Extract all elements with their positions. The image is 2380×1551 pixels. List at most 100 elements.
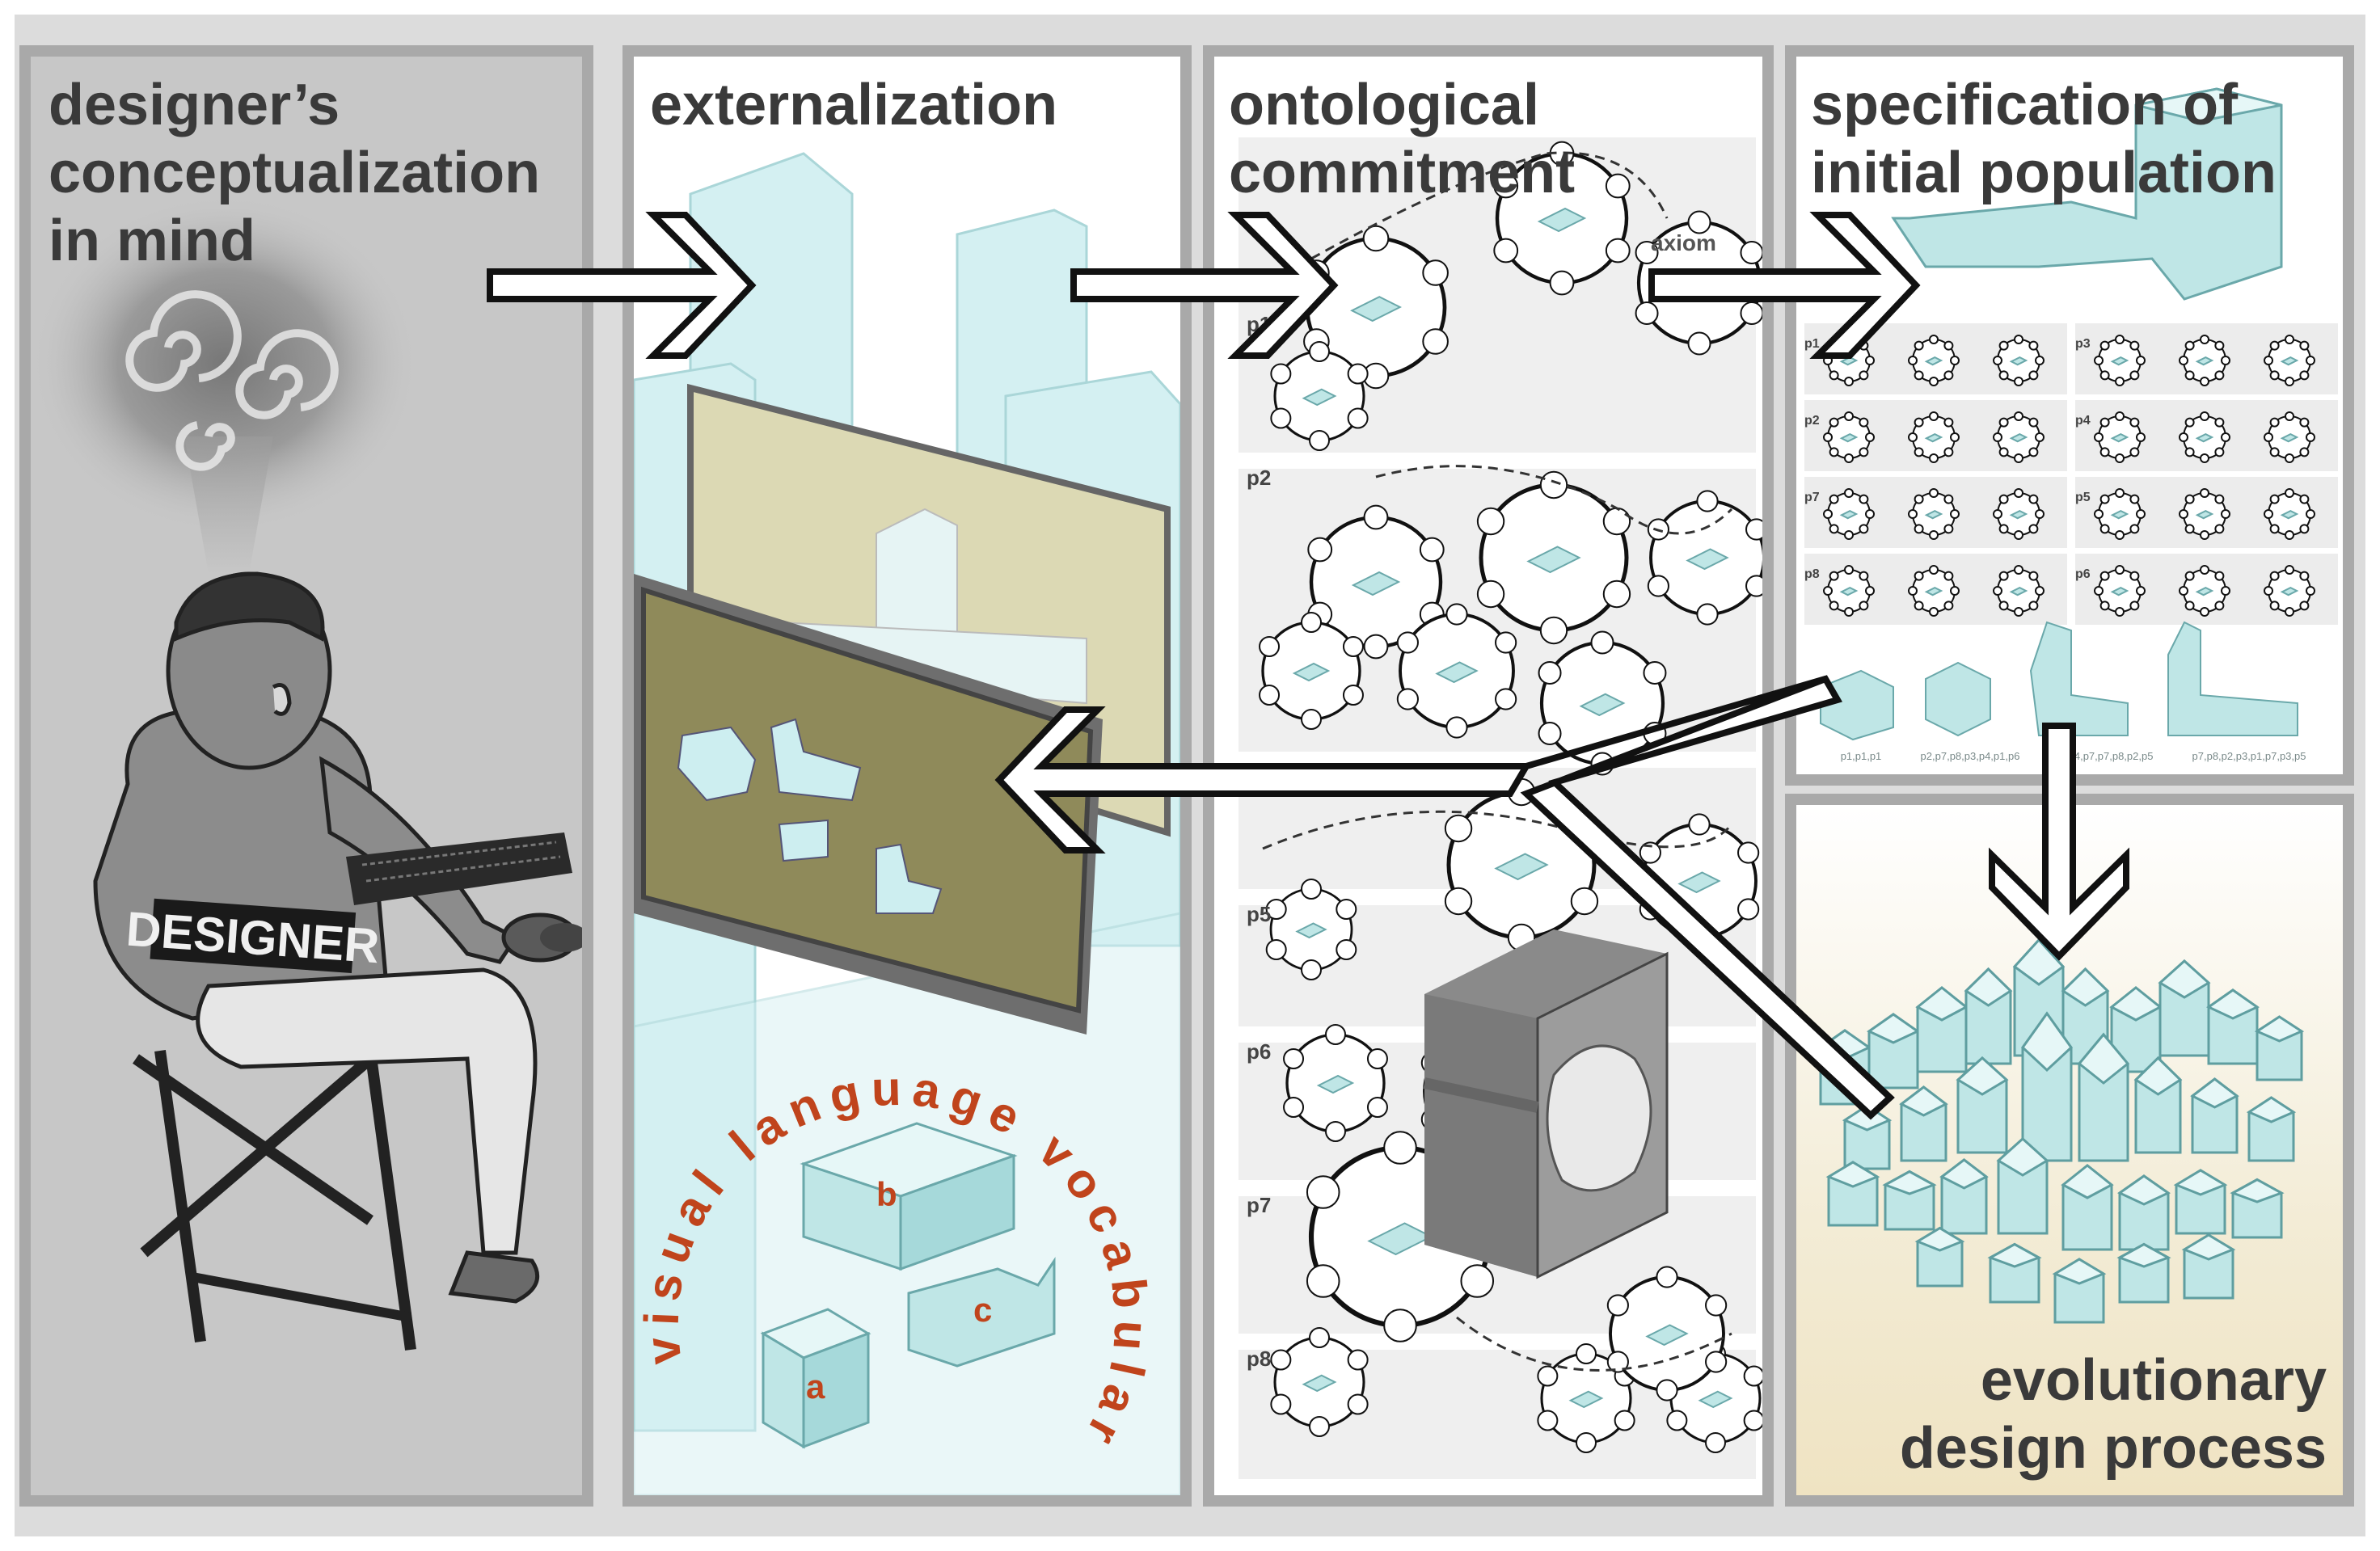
ring-node bbox=[2299, 417, 2310, 428]
ring-block bbox=[2110, 356, 2129, 366]
ontology-box bbox=[1423, 929, 1669, 1279]
ring-node bbox=[1270, 1393, 1292, 1415]
ring-node bbox=[1396, 631, 1419, 654]
ring-node bbox=[1366, 1097, 1388, 1118]
ring-node bbox=[1336, 939, 1357, 960]
ring-node bbox=[1745, 575, 1762, 597]
grid-label: p7 bbox=[1804, 491, 1820, 504]
ring-node bbox=[2184, 370, 2195, 381]
ring-node bbox=[1656, 1266, 1678, 1288]
ring-node bbox=[1929, 335, 1939, 344]
ring-node bbox=[1666, 1410, 1688, 1431]
ring-node bbox=[1929, 488, 1939, 498]
rule-ring bbox=[1823, 565, 1875, 617]
ring-node bbox=[2214, 370, 2225, 381]
ring-block bbox=[1292, 662, 1331, 682]
ring-node bbox=[1362, 225, 1390, 252]
ring-block bbox=[1537, 207, 1587, 233]
ring-node bbox=[1823, 509, 1833, 519]
ring-node bbox=[1943, 370, 1954, 381]
ring-block bbox=[1295, 922, 1327, 939]
ring-node bbox=[1570, 887, 1599, 916]
ring-node bbox=[2028, 417, 2039, 428]
ring-block bbox=[2110, 432, 2129, 443]
diagram-frame: DESIGNER designer’s conceptualization in… bbox=[15, 15, 2365, 1536]
ring-block bbox=[2280, 432, 2299, 443]
ring-node bbox=[1908, 509, 1918, 519]
ring-node bbox=[2200, 377, 2209, 386]
sample-caption: p1,p1,p1 bbox=[1841, 750, 1882, 762]
ring-block bbox=[2280, 509, 2299, 520]
ring-node bbox=[1366, 1048, 1388, 1069]
evo-block-top bbox=[2061, 967, 2110, 1007]
ring-node bbox=[2014, 453, 2023, 463]
ring-node bbox=[1998, 601, 2009, 611]
ring-node bbox=[2115, 530, 2125, 540]
ring-node bbox=[1929, 453, 1939, 463]
ring-node bbox=[1537, 1410, 1559, 1431]
ring-node bbox=[1950, 432, 1960, 442]
evo-block-top bbox=[2246, 1096, 2297, 1123]
rule-ring bbox=[2264, 411, 2315, 463]
ring-node bbox=[1460, 1264, 1495, 1298]
grid-label: p1 bbox=[1804, 337, 1820, 351]
ring-node bbox=[1445, 716, 1468, 739]
ring-node bbox=[1993, 432, 2002, 442]
ring-node bbox=[2028, 524, 2039, 534]
evo-block-top bbox=[2116, 1242, 2171, 1268]
ring-block bbox=[1302, 1374, 1337, 1393]
ring-node bbox=[2200, 565, 2209, 575]
ring-node bbox=[1914, 340, 1924, 351]
ring-node bbox=[2115, 488, 2125, 498]
ring-node bbox=[2214, 417, 2225, 428]
ring-node bbox=[1301, 612, 1322, 633]
rule-ring bbox=[1537, 1343, 1635, 1453]
grid-label: p3 bbox=[2075, 337, 2091, 351]
rule-ring bbox=[2179, 488, 2230, 540]
row-label: p6 bbox=[1247, 1039, 1271, 1064]
ring-node bbox=[2200, 453, 2209, 463]
ring-node bbox=[1270, 363, 1292, 385]
grid-label: p2 bbox=[1804, 414, 1820, 428]
ring-node bbox=[2221, 509, 2230, 519]
ring-node bbox=[2035, 432, 2045, 442]
ring-node bbox=[1943, 417, 1954, 428]
rule-ring bbox=[1823, 411, 1875, 463]
ring-node bbox=[2214, 447, 2225, 457]
ring-node bbox=[1908, 432, 1918, 442]
ring-node bbox=[2269, 417, 2280, 428]
ring-node bbox=[2214, 601, 2225, 611]
population-grid: p1 p3 p2 p4 p7 p5 p8 p6 p1,p1,p1 p2,p7,p… bbox=[1804, 87, 2338, 762]
ring-node bbox=[1993, 586, 2002, 596]
arrow-right-icon bbox=[487, 212, 757, 359]
title-line: design process bbox=[1899, 1416, 2327, 1481]
ring-node bbox=[1950, 586, 1960, 596]
ring-block bbox=[2009, 432, 2028, 443]
ring-node bbox=[1823, 586, 1833, 596]
ring-node bbox=[2184, 447, 2195, 457]
ring-node bbox=[2200, 335, 2209, 344]
rule-ring bbox=[2179, 411, 2230, 463]
ring-node bbox=[2214, 524, 2225, 534]
evo-block-top bbox=[2021, 1011, 2073, 1073]
ring-node bbox=[1705, 1294, 1728, 1317]
ring-node bbox=[1309, 430, 1330, 451]
ring-node bbox=[2028, 340, 2039, 351]
ring-node bbox=[2115, 453, 2125, 463]
ring-node bbox=[1844, 607, 1854, 617]
evo-block-top bbox=[1842, 1104, 1893, 1132]
ring-block bbox=[1677, 871, 1721, 894]
rule-ring bbox=[1823, 488, 1875, 540]
ring-node bbox=[1539, 616, 1568, 645]
evo-block-top bbox=[2181, 1233, 2236, 1261]
ring-node bbox=[1383, 1309, 1417, 1342]
evo-block-top bbox=[1914, 1226, 1965, 1252]
ring-block bbox=[2195, 432, 2214, 443]
ring-node bbox=[2214, 494, 2225, 504]
ring-node bbox=[1647, 575, 1669, 597]
ring-node bbox=[1696, 490, 1719, 512]
ring-node bbox=[2115, 411, 2125, 421]
ring-node bbox=[2299, 524, 2310, 534]
ring-node bbox=[1705, 1432, 1726, 1453]
ring-node bbox=[1943, 571, 1954, 581]
